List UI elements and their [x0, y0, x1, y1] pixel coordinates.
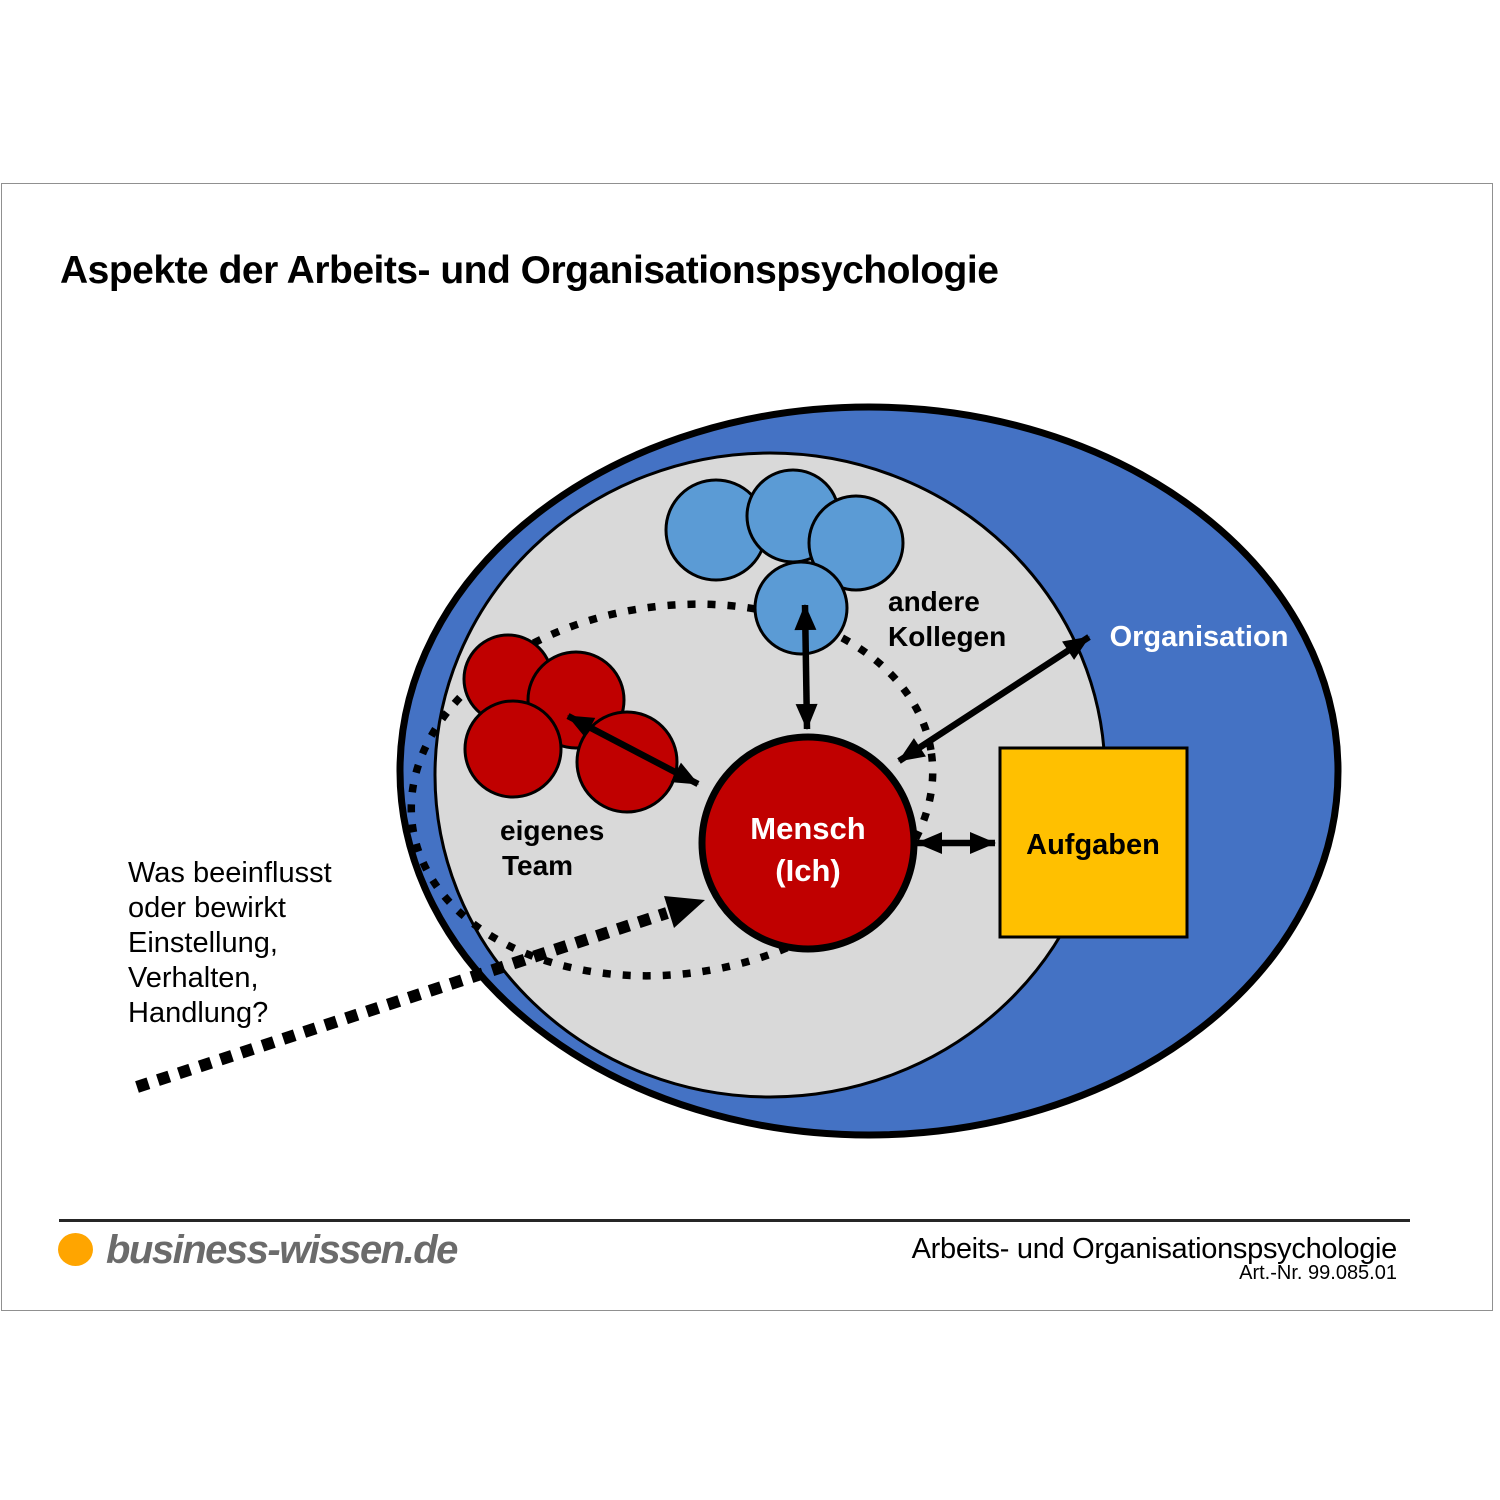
andere-kollegen-label-line1: andere: [888, 586, 980, 617]
footer-divider: [59, 1219, 1410, 1222]
arrow-mensch-team: [566, 713, 700, 787]
influence-question-line: Einstellung,: [128, 927, 278, 959]
arrow-mensch-organisation: [897, 634, 1091, 764]
eigenes-team-label-line2: Team: [502, 850, 573, 881]
influence-question-line: Handlung?: [128, 997, 269, 1029]
andere-kollegen-label-line2: Kollegen: [888, 621, 1006, 652]
kollegen-circle: [807, 494, 905, 592]
influence-question-line: Was beeinflusst: [128, 857, 332, 889]
aufgaben-square: [998, 746, 1189, 939]
influence-question-line: oder bewirkt: [128, 892, 286, 924]
mensch-label-line1: Mensch: [750, 811, 865, 846]
footer-doc-title: Arbeits- und Organisationspsychologie: [911, 1233, 1398, 1265]
organisation-label: Organisation: [1110, 621, 1289, 653]
logo-text: business-wissen.de: [106, 1228, 458, 1272]
aufgaben-label: Aufgaben: [1026, 829, 1160, 861]
mensch-label-line2: (Ich): [775, 853, 840, 888]
team-circle: [463, 699, 563, 799]
arrow-mensch-kollegen: [794, 604, 818, 730]
footer-art-nr: Art.-Nr. 99.085.01: [1239, 1262, 1397, 1284]
influence-dashed-arrow: [135, 907, 669, 1093]
influence-question: Was beeinflusst oder bewirkt Einstellung…: [128, 856, 332, 1031]
mensch-circle: [698, 733, 918, 953]
eigenes-team-label-line1: eigenes: [500, 815, 604, 846]
influence-arrowhead: [664, 896, 705, 928]
kollegen-circle: [753, 560, 849, 656]
influence-question-line: Verhalten,: [128, 962, 259, 994]
logo-dot-icon: [58, 1233, 93, 1266]
slide-title: Aspekte der Arbeits- und Organisationsps…: [60, 249, 999, 292]
